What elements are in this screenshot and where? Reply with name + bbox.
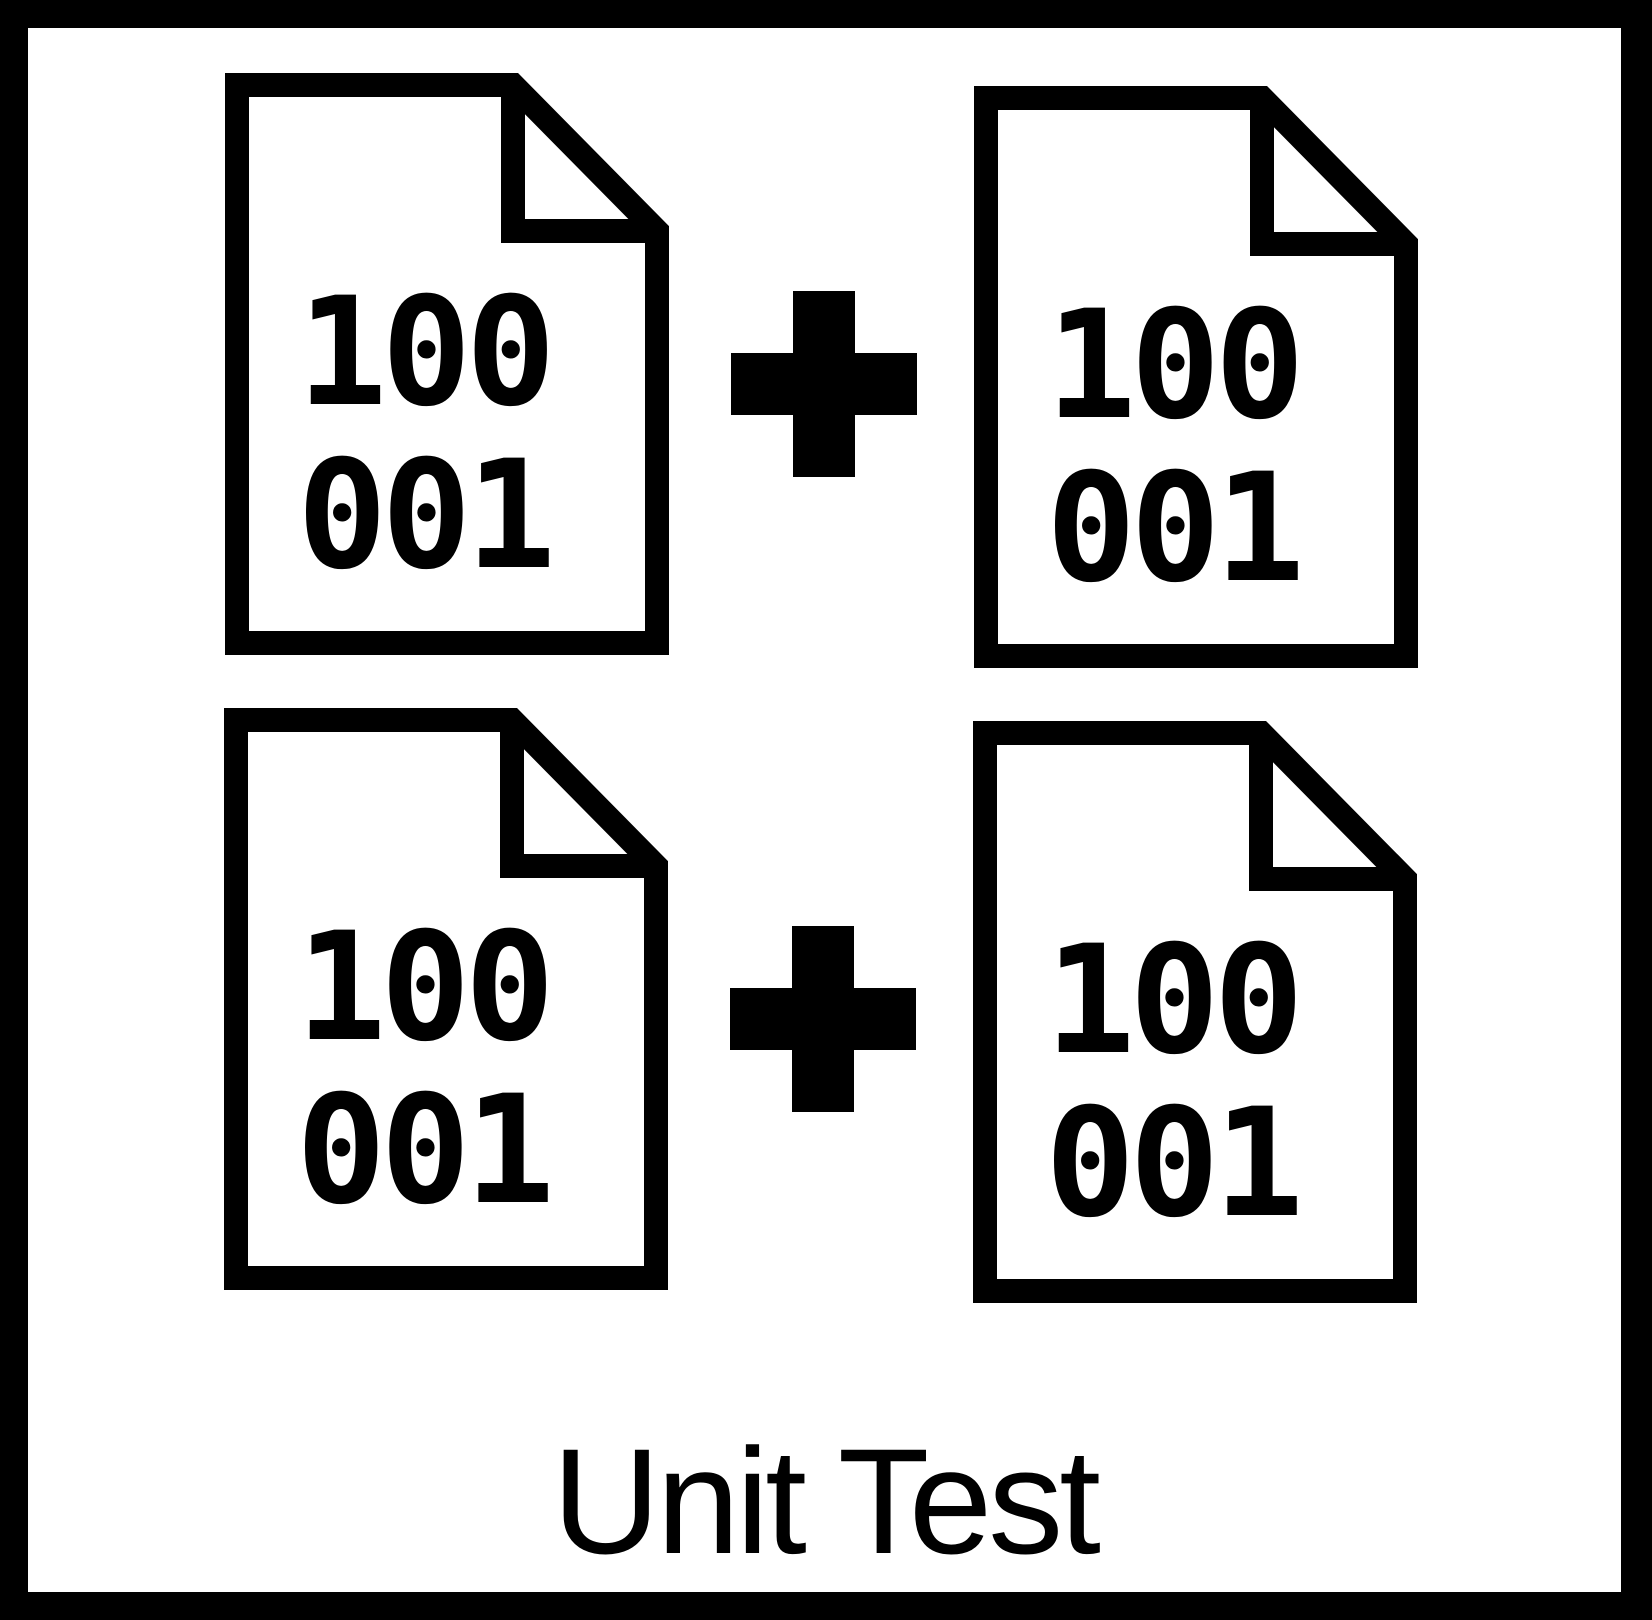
file-outline: [224, 708, 668, 1290]
binary-file-icon: 100 001: [224, 708, 680, 1291]
binary-line-1: 100: [1045, 914, 1304, 1088]
file-outline: [973, 721, 1417, 1303]
file-outline: [974, 86, 1418, 668]
binary-line-2: 001: [296, 1064, 555, 1238]
binary-file-icon: 100 001: [973, 721, 1429, 1304]
plus-icon: [731, 291, 917, 477]
binary-line-1: 100: [297, 266, 556, 440]
file-outline: [225, 73, 669, 655]
binary-line-1: 100: [296, 901, 555, 1075]
plus-icon: [730, 926, 916, 1112]
binary-line-2: 001: [297, 429, 556, 603]
binary-line-1: 100: [1046, 279, 1305, 453]
binary-line-2: 001: [1046, 442, 1305, 616]
binary-file-icon: 100 001: [974, 86, 1430, 669]
binary-file-icon: 100 001: [225, 73, 681, 656]
diagram-canvas: 100 001 100 001 100 001 100 00: [28, 28, 1621, 1592]
binary-line-2: 001: [1045, 1077, 1304, 1251]
diagram-caption: Unit Test: [552, 1417, 1101, 1585]
